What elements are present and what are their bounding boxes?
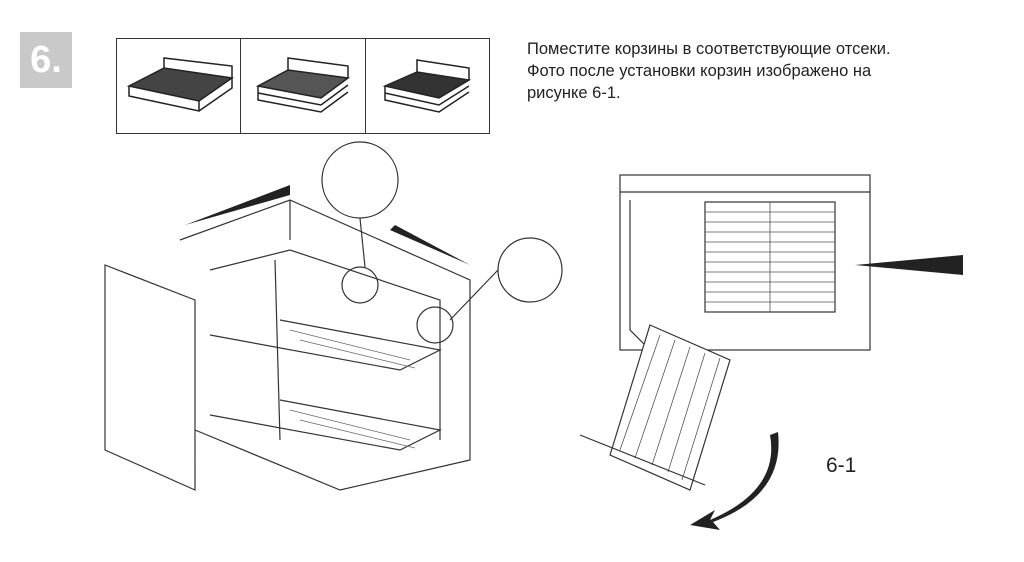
step-number-badge: 6. <box>20 32 72 88</box>
figure-caption: 6-1 <box>826 454 857 477</box>
arrow-icon <box>690 255 963 530</box>
wide-basket-image <box>117 39 242 133</box>
instruction-line: рисунке 6-1. <box>527 84 621 102</box>
small-basket-image <box>366 39 489 133</box>
instruction-line: Фото после установки корзин изображено н… <box>527 62 872 80</box>
step-number: 6. <box>30 38 62 81</box>
medium-basket-image <box>241 39 366 133</box>
corner-unit-top-view-drawing <box>580 174 963 530</box>
cabinet-installation-drawing <box>104 141 563 491</box>
arrow-icon <box>185 185 470 265</box>
basket-types-table <box>116 38 490 134</box>
instruction-line: Поместите корзины в соответствующие отсе… <box>527 40 891 58</box>
instruction-text: Поместите корзины в соответствующие отсе… <box>527 38 891 104</box>
